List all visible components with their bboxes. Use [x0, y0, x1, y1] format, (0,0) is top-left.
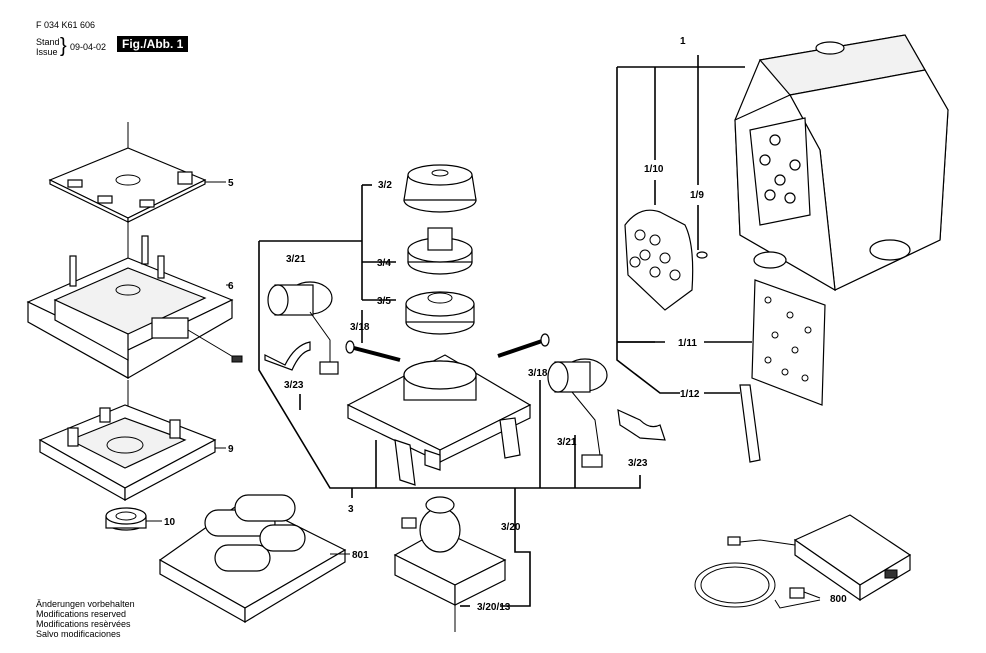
callout-9: 9 [228, 444, 234, 455]
callout-800: 800 [830, 594, 847, 605]
callout-6: 6 [228, 281, 234, 292]
part-3-chassis [346, 354, 532, 486]
callout-3-20: 3/20 [501, 522, 521, 533]
part-3-20-module [393, 496, 507, 632]
part-3-23-left-clip [264, 341, 311, 371]
stand-label: Stand [36, 37, 60, 47]
part-3-4-rotor [407, 227, 473, 275]
doc-number: F 034 K61 606 [36, 20, 96, 30]
callout-3-2: 3/2 [378, 180, 392, 191]
figure-label: Fig./Abb. 1 [117, 36, 189, 52]
callout-10: 10 [164, 517, 176, 528]
part-801-battery-pack [158, 494, 350, 624]
part-1-9-screw [696, 251, 708, 259]
part-10-ring [105, 507, 162, 531]
callout-1-10: 1/10 [644, 164, 664, 175]
note-es: Salvo modificaciones [36, 629, 121, 639]
callout-3-21-right: 3/21 [557, 437, 577, 448]
part-3-18-shafts [345, 333, 550, 362]
part-1-10-keypad-cover [624, 209, 694, 311]
part-3-2-cap [403, 164, 477, 213]
callout-1-11: 1/11 [678, 338, 697, 349]
part-3-5-motor [405, 291, 475, 335]
assembly-1-bracket [616, 55, 752, 394]
callout-3-18-right: 3/18 [528, 368, 548, 379]
modification-notes: Änderungen vorbehalten Modifications res… [36, 599, 135, 639]
part-1-12-ribbon-cable [739, 384, 761, 463]
part-6-base-housing [26, 222, 243, 380]
issue-date: 09-04-02 [70, 42, 107, 52]
note-de: Änderungen vorbehalten [36, 599, 135, 609]
callout-3-23-left: 3/23 [284, 380, 304, 391]
part-3-21-left-sensor [267, 281, 339, 375]
part-1-laser-housing [734, 34, 949, 292]
part-3-23-right-clip [617, 409, 666, 441]
part-3-21-right-sensor [547, 358, 608, 468]
part-5-circuit-plate [48, 122, 226, 223]
callout-1: 1 [680, 36, 686, 47]
callout-5: 5 [228, 178, 234, 189]
callout-3-4: 3/4 [377, 258, 391, 269]
note-fr: Modifications resèrvées [36, 619, 131, 629]
issue-label: Issue [36, 47, 58, 57]
callout-3-23-right: 3/23 [628, 458, 648, 469]
part-9-battery-frame [38, 380, 226, 502]
callout-801: 801 [352, 550, 369, 561]
part-1-11-keypad-board [751, 279, 826, 406]
callout-3-21-left: 3/21 [286, 254, 306, 265]
part-800-charger [694, 514, 912, 609]
note-en: Modifications reserved [36, 609, 127, 619]
callout-3-20-13: 3/20/13 [477, 602, 511, 613]
assembly-3-bracket [258, 184, 641, 607]
callout-1-9: 1/9 [690, 190, 704, 201]
callout-3: 3 [348, 504, 354, 515]
callout-1-12: 1/12 [680, 389, 700, 400]
callout-3-18-left: 3/18 [350, 322, 370, 333]
brace-symbol: } [60, 35, 67, 57]
callout-3-5: 3/5 [377, 296, 391, 307]
